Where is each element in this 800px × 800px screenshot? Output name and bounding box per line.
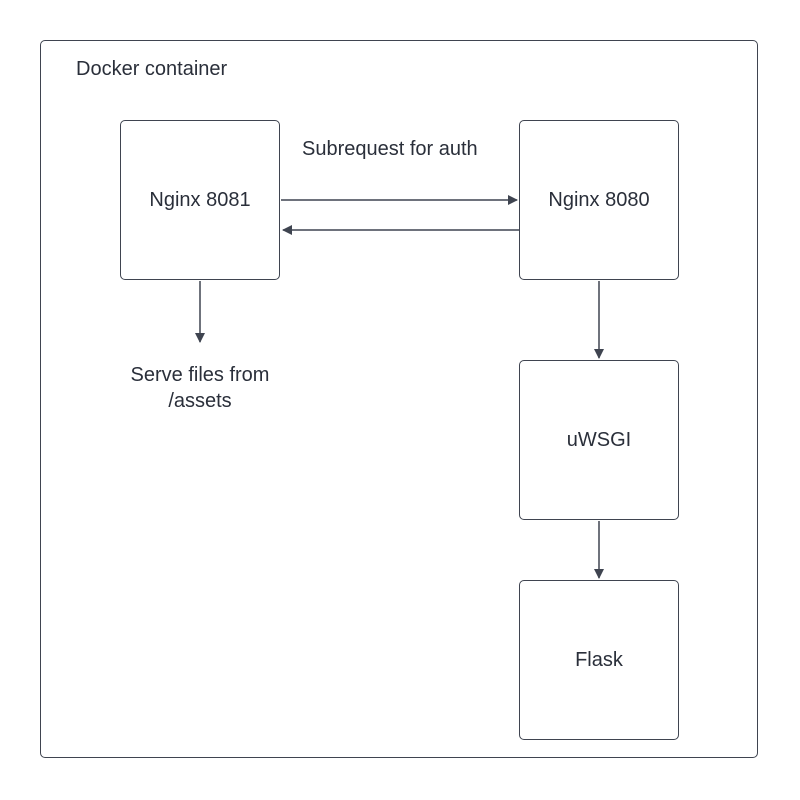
node-flask: Flask	[519, 580, 679, 740]
node-uwsgi: uWSGI	[519, 360, 679, 520]
docker-container-label: Docker container	[76, 58, 228, 80]
serve-files-label-line1: Serve files from	[130, 364, 270, 386]
serve-files-label-line2: /assets	[168, 390, 232, 412]
node-uwsgi-label: uWSGI	[566, 428, 632, 451]
node-nginx-8080: Nginx 8080	[519, 120, 679, 280]
serve-files-label: Serve files from /assets	[120, 362, 280, 414]
node-flask-label: Flask	[575, 648, 623, 671]
node-nginx-8080-label: Nginx 8080	[548, 188, 650, 211]
node-nginx-8081-label: Nginx 8081	[149, 188, 251, 211]
docker-container-boundary	[40, 40, 758, 758]
node-nginx-8081: Nginx 8081	[120, 120, 280, 280]
subrequest-edge-label: Subrequest for auth	[302, 138, 478, 160]
